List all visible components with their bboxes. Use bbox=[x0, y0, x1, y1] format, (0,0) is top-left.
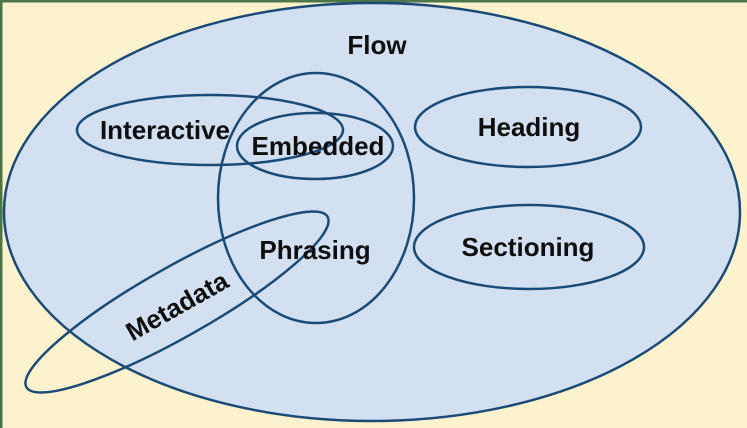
heading-label: Heading bbox=[478, 112, 581, 142]
embedded-label: Embedded bbox=[252, 131, 385, 161]
frame-border-left bbox=[0, 0, 3, 428]
flow-ellipse bbox=[2, 1, 742, 423]
frame-border-top bbox=[0, 0, 747, 3]
sectioning-label: Sectioning bbox=[462, 232, 595, 262]
interactive-label: Interactive bbox=[100, 115, 230, 145]
phrasing-ellipse bbox=[216, 71, 416, 325]
heading-ellipse bbox=[413, 85, 643, 169]
sectioning-ellipse bbox=[412, 203, 646, 291]
phrasing-label: Phrasing bbox=[259, 235, 370, 265]
interactive-ellipse bbox=[75, 93, 345, 167]
flow-label: Flow bbox=[347, 30, 407, 60]
embedded-ellipse bbox=[235, 111, 395, 181]
metadata-ellipse bbox=[24, 210, 330, 394]
